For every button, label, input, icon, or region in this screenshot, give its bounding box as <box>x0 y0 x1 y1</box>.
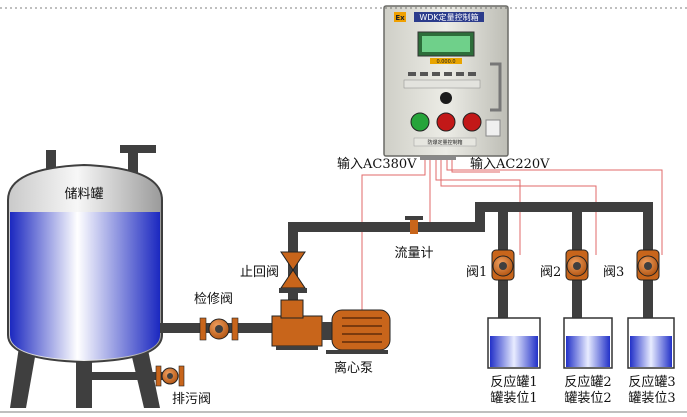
check-valve: 止回阀 <box>240 251 307 293</box>
maintenance-valve-label: 检修阀 <box>194 292 233 307</box>
control-box: Ex WDK定量控制箱 0.000.0 防爆定量控制箱 <box>383 5 509 160</box>
valve-1-label: 阀1 <box>466 265 487 280</box>
flowmeter: 流量计 <box>394 216 434 261</box>
display-strip: 0.000.0 <box>436 59 455 65</box>
valve-2: 阀2 <box>540 249 589 281</box>
signal-wires <box>361 158 663 320</box>
valve-1: 阀1 <box>466 249 515 281</box>
keypad <box>403 72 481 89</box>
storage-tank: 储料罐 <box>7 145 163 408</box>
reactor-1-name: 反应罐1 <box>490 374 537 390</box>
indicator-lamp <box>440 92 452 104</box>
reactor-2-name: 反应罐2 <box>564 374 611 390</box>
check-valve-label: 止回阀 <box>240 265 279 280</box>
control-box-title: WDK定量控制箱 <box>419 12 478 22</box>
qr-code <box>485 119 501 137</box>
reactor-2: 反应罐2 罐装位2 <box>563 317 613 406</box>
start-button[interactable] <box>410 112 430 132</box>
emergency-button[interactable] <box>462 112 482 132</box>
ex-badge <box>394 12 406 22</box>
flowmeter-label: 流量计 <box>394 246 433 261</box>
valve-2-label: 阀2 <box>540 265 561 280</box>
input-380-label: 输入AC380V <box>337 156 417 172</box>
reactor-1-position: 罐装位1 <box>490 391 537 406</box>
pump-label: 离心泵 <box>334 360 373 376</box>
reactor-3: 反应罐3 罐装位3 <box>627 317 676 406</box>
storage-tank-label: 储料罐 <box>64 187 103 202</box>
nameplate: 防爆定量控制箱 <box>427 139 462 146</box>
reactor-1: 反应罐1 罐装位1 <box>487 317 541 406</box>
ex-mark: Ex <box>395 14 405 22</box>
centrifugal-pump: 离心泵 <box>271 299 391 376</box>
drain-valve-label: 排污阀 <box>172 392 211 407</box>
input-220-label: 输入AC220V <box>470 156 550 172</box>
stop-button[interactable] <box>436 112 456 132</box>
valve-3: 阀3 <box>603 249 660 281</box>
maintenance-valve: 检修阀 <box>194 292 239 341</box>
reactor-2-position: 罐装位2 <box>564 391 611 406</box>
reactor-3-name: 反应罐3 <box>628 374 675 390</box>
reactor-3-position: 罐装位3 <box>628 391 675 406</box>
valve-3-label: 阀3 <box>603 265 624 280</box>
drain-valve: 排污阀 <box>155 365 211 407</box>
